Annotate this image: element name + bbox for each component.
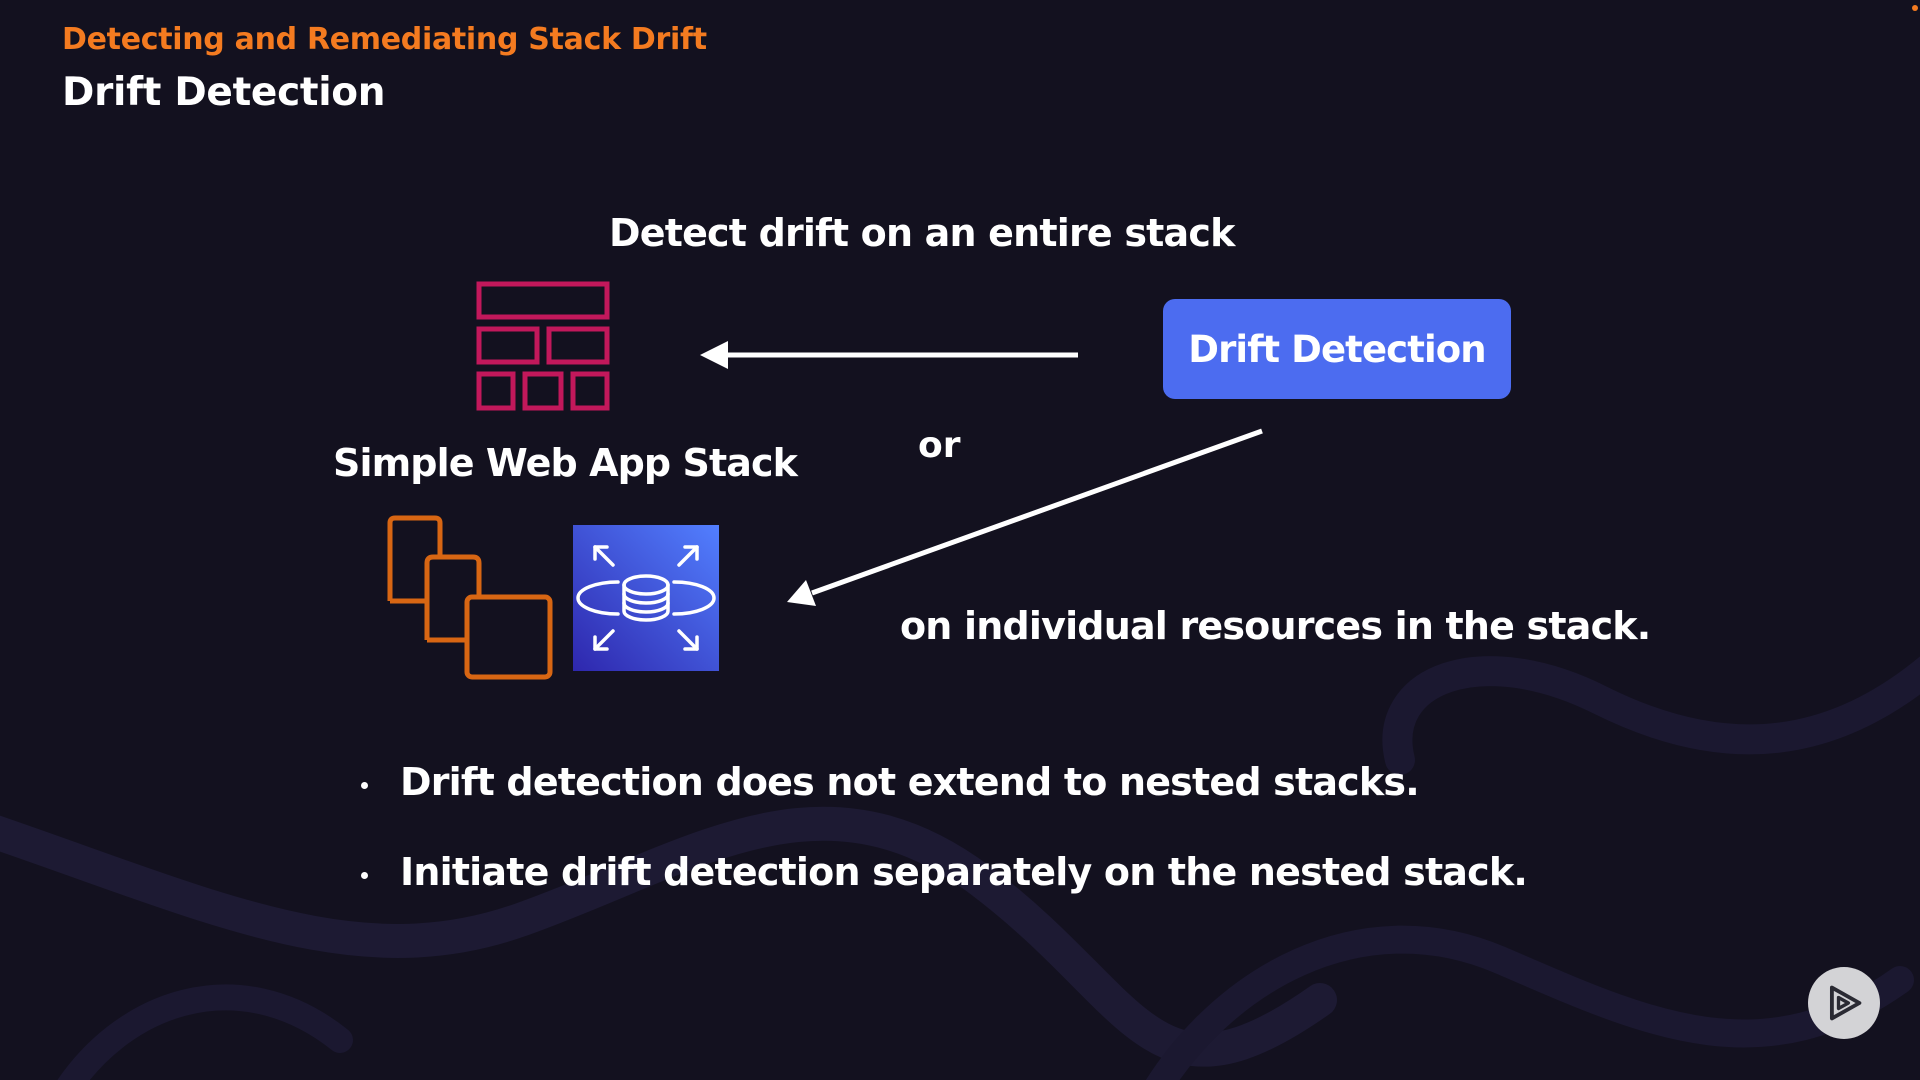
arrow-to-resources — [787, 428, 1263, 606]
bullet-list: Drift detection does not extend to neste… — [355, 760, 1528, 940]
cloudformation-stack-icon — [476, 281, 610, 411]
play-logo-icon — [1808, 967, 1880, 1039]
bullet-item: Drift detection does not extend to neste… — [355, 760, 1527, 850]
bullet-item: Initiate drift detection separately on t… — [355, 850, 1528, 940]
bullet-text: Drift detection does not extend to neste… — [400, 760, 1420, 804]
section-eyebrow: Detecting and Remediating Stack Drift — [62, 22, 707, 57]
arrow-to-stack — [700, 341, 1078, 369]
bullet-dot-icon — [361, 872, 368, 879]
or-label: or — [918, 425, 961, 466]
ec2-instances-icon — [387, 515, 553, 680]
rds-database-icon — [573, 525, 719, 671]
bullet-dot-icon — [361, 782, 368, 789]
individual-resources-label: on individual resources in the stack. — [900, 604, 1651, 648]
stack-name-label: Simple Web App Stack — [333, 441, 798, 485]
entire-stack-label: Detect drift on an entire stack — [609, 211, 1235, 255]
bullet-text: Initiate drift detection separately on t… — [400, 850, 1528, 894]
page-title: Drift Detection — [62, 70, 386, 115]
drift-detection-button[interactable]: Drift Detection — [1163, 299, 1511, 399]
